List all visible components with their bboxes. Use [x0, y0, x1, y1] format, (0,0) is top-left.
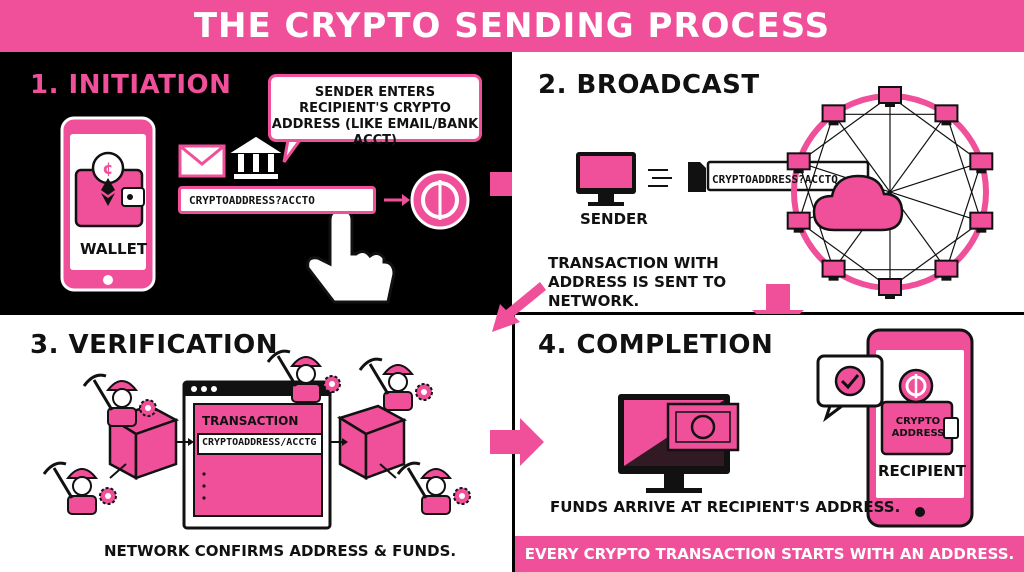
broadcast-address: CRYPTOADDRESS?ACCTQ [712, 173, 838, 186]
step-3-title: 3. VERIFICATION [30, 330, 278, 360]
completion-illustration [618, 328, 974, 528]
miner-icon [289, 356, 323, 403]
checkmark-icon [816, 354, 884, 423]
browser-window-icon [182, 380, 332, 530]
pickaxe-icon [358, 357, 390, 395]
completion-caption: FUNDS ARRIVE AT RECIPIENT'S ADDRESS. [550, 498, 901, 516]
ethereum-icon [101, 178, 115, 206]
verification-address: CRYPTOADDRESS/ACCTG [202, 437, 317, 448]
wallet-label: WALLET [80, 240, 148, 258]
step-2-title: 2. BROADCAST [538, 70, 760, 100]
coin-icon [898, 368, 934, 404]
broadcast-caption: TRANSACTION WITH ADDRESS IS SENT TO NETW… [548, 254, 727, 310]
arrow-right-icon [490, 172, 512, 196]
speech-bubble: SENDER ENTERS RECIPIENT'S CRYPTO ADDRESS… [268, 74, 482, 148]
pickaxe-icon [266, 349, 298, 387]
envelope-icon [178, 144, 226, 178]
page-title: THE CRYPTO SENDING PROCESS [193, 6, 831, 46]
verification-caption: NETWORK CONFIRMS ADDRESS & FUNDS. [104, 542, 457, 560]
gear-icon [415, 383, 433, 401]
arrow-right-icon [490, 418, 544, 466]
computer-icon [576, 152, 636, 206]
miner-icon [381, 364, 415, 411]
broadcast-illustration [576, 86, 994, 314]
arrow-right-icon [384, 194, 410, 206]
recipient-label: RECIPIENT [878, 462, 966, 480]
pickaxe-icon [396, 461, 428, 499]
miner-icon [105, 380, 139, 427]
arrow-diagonal-icon [492, 282, 546, 332]
pickaxe-icon [82, 373, 114, 411]
block-icon [337, 404, 408, 481]
title-bar: THE CRYPTO SENDING PROCESS [0, 0, 1024, 52]
step-4-title: 4. COMPLETION [538, 330, 774, 360]
miner-icon [65, 468, 99, 515]
banknote-icon [666, 402, 740, 452]
gear-icon [99, 487, 117, 505]
svg-text:¢: ¢ [102, 159, 113, 178]
arrow-down-icon [752, 284, 804, 314]
sender-label: SENDER [580, 210, 648, 228]
document-icon [688, 162, 706, 192]
network-icon [786, 86, 994, 299]
crypto-address-label: CRYPTO ADDRESS [891, 416, 945, 439]
footer-text: EVERY CRYPTO TRANSACTION STARTS WITH AN … [524, 545, 1015, 563]
gear-icon [139, 399, 157, 417]
footer-bar: EVERY CRYPTO TRANSACTION STARTS WITH AN … [515, 536, 1024, 572]
cloud-icon [812, 174, 904, 232]
bank-icon [230, 136, 282, 179]
step-1-title: 1. INITIATION [30, 70, 232, 100]
initiation-illustration: ¢ [60, 116, 512, 304]
gear-icon [453, 487, 471, 505]
pickaxe-icon [42, 461, 74, 499]
miner-icon [419, 468, 453, 515]
transaction-panel-title: TRANSACTION [202, 414, 299, 428]
gear-icon [323, 375, 341, 393]
verification-illustration [42, 349, 471, 530]
address-input: CRYPTOADDRESS?ACCTO [178, 186, 376, 214]
coin-icon [410, 170, 470, 230]
hand-pointer-icon [306, 208, 396, 304]
